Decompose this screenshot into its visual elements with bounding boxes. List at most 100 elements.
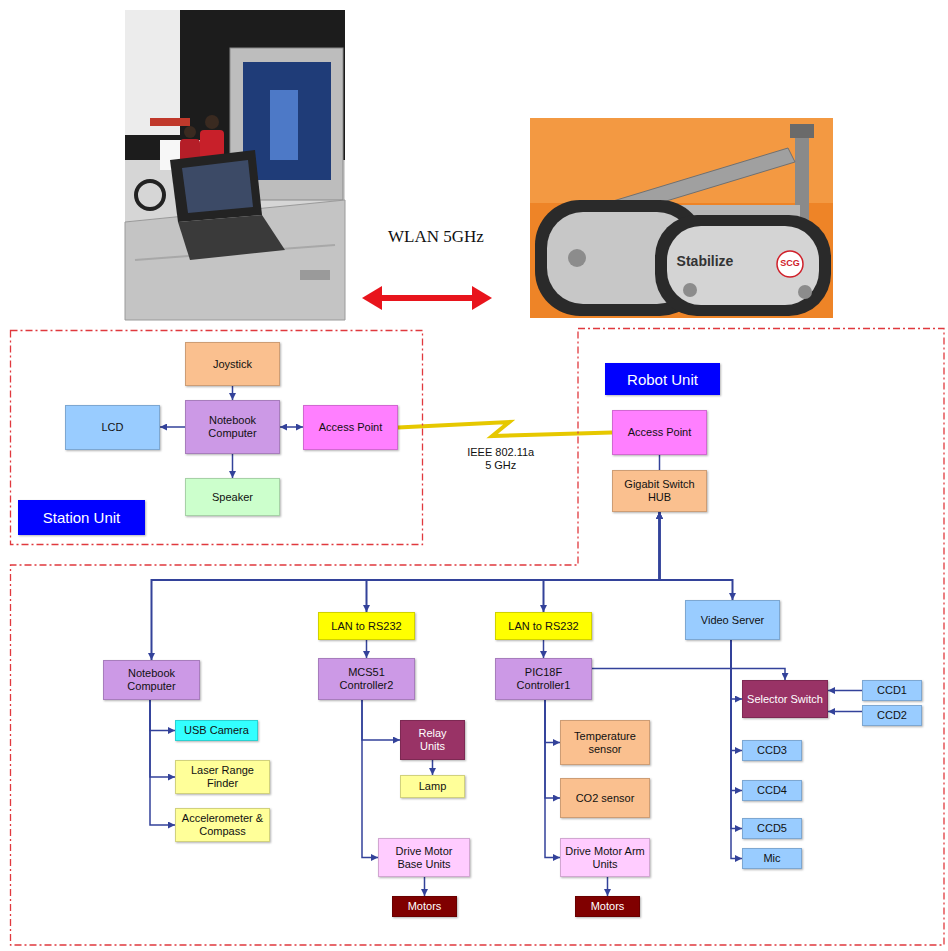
connector [362,700,400,740]
box-text: Drive Motor Arm Units [565,845,645,870]
connector [150,700,175,777]
camera-box: CCD2 [862,705,922,726]
dashed-boundary [11,331,423,545]
robot-region: Robot UnitAccess PointGigabit Switch HUB… [10,328,945,946]
wireless-arrow [362,286,492,310]
region-outline [10,328,945,946]
motor-box: Motors [392,896,457,917]
aluminium-case [125,200,345,320]
connector [660,512,733,600]
wall [125,10,180,135]
box-text: Notebook Computer [108,667,195,692]
box-text: Selector Switch [747,693,823,706]
connector [152,512,660,660]
converter-box: LAN to RS232 [495,612,592,640]
camera-box: USB Camera [175,720,258,741]
connector [232,386,234,400]
link-label: IEEE 802.11a 5 GHz [464,446,538,471]
box-text: USB Camera [184,724,249,737]
box-text: LCD [101,421,123,434]
photo-ground [125,10,345,320]
display-box: LCD [65,405,160,450]
connector [432,760,434,775]
access-point-box: Access Point [612,410,707,455]
box-text: Access Point [319,421,383,434]
relay-box: Relay Units [400,720,465,760]
box-text: Accelerometer & Compass [180,812,265,837]
camera-box: CCD5 [742,818,802,839]
connector [367,512,660,612]
video-server-box: Video Server [685,600,780,640]
box-text: PIC18F Controller1 [500,666,587,691]
sensor-box: CO2 sensor [560,778,650,818]
selector-box: Selector Switch [742,680,828,718]
box-text: Speaker [212,491,253,504]
connector [544,512,660,612]
track-plate [667,226,819,305]
sensor-box: Temperature sensor [560,720,650,765]
person-head [205,115,219,129]
box-text: CCD1 [877,684,907,697]
converter-box: LAN to RS232 [318,612,415,640]
box-text: Mic [763,852,780,865]
box-text: MCS51 Controller2 [323,666,410,691]
connector [543,640,545,658]
computer-box: Notebook Computer [103,660,200,700]
photo-ground [530,118,833,318]
connector [828,690,862,692]
switch-box: Gigabit Switch HUB [612,470,707,512]
motor-driver-box: Drive Motor Base Units [378,838,470,877]
box-text: CCD5 [757,822,787,835]
access-point-box: Access Point [303,405,398,450]
box-text: Motors [591,900,625,913]
robot-wheel [568,249,586,267]
box-text: Temperature sensor [565,730,645,755]
connector [150,700,175,825]
connector [731,640,742,859]
motor-driver-box: Drive Motor Arm Units [560,838,650,877]
box-text: CCD3 [757,744,787,757]
robot-lettering: Stabilize [677,254,734,269]
sensor-box: Accelerometer & Compass [175,808,270,842]
box-text: Access Point [628,426,692,439]
arrow-head [472,286,492,310]
connector [545,700,560,743]
connector [366,640,368,658]
logo-ring [777,251,803,277]
box-text: Lamp [419,780,447,793]
box-text: Laser Range Finder [180,764,265,789]
connector [150,700,175,731]
connector [607,877,609,896]
connector [545,700,560,798]
wireless-link [398,422,612,436]
box-text: Relay Units [405,727,460,752]
case-latch [300,270,330,280]
controller-box: MCS51 Controller2 [318,658,415,700]
station-photo [125,10,345,320]
robot-track [655,215,831,316]
camera-box: CCD3 [742,740,802,761]
joystick-box: Joystick [185,342,280,386]
banner [150,118,190,126]
box-text: Video Server [701,614,764,627]
box-text: Motors [408,900,442,913]
connector [731,640,742,791]
connector [280,426,303,428]
connector [362,700,378,858]
connector [731,640,742,699]
connector [545,700,560,858]
connector [232,454,234,478]
laptop-screen [170,150,262,222]
box-text: Drive Motor Base Units [383,845,465,870]
camera-box: CCD4 [742,780,802,801]
box-text: LAN to RS232 [508,620,578,633]
laptop-display [182,160,253,213]
unit-label: Robot Unit [605,363,720,395]
connector [731,640,742,829]
box-text: CO2 sensor [576,792,635,805]
lamp-box: Lamp [400,775,465,798]
microphone-box: Mic [742,848,802,869]
station-region: Station UnitJoystickLCDNotebook Computer… [10,330,423,545]
